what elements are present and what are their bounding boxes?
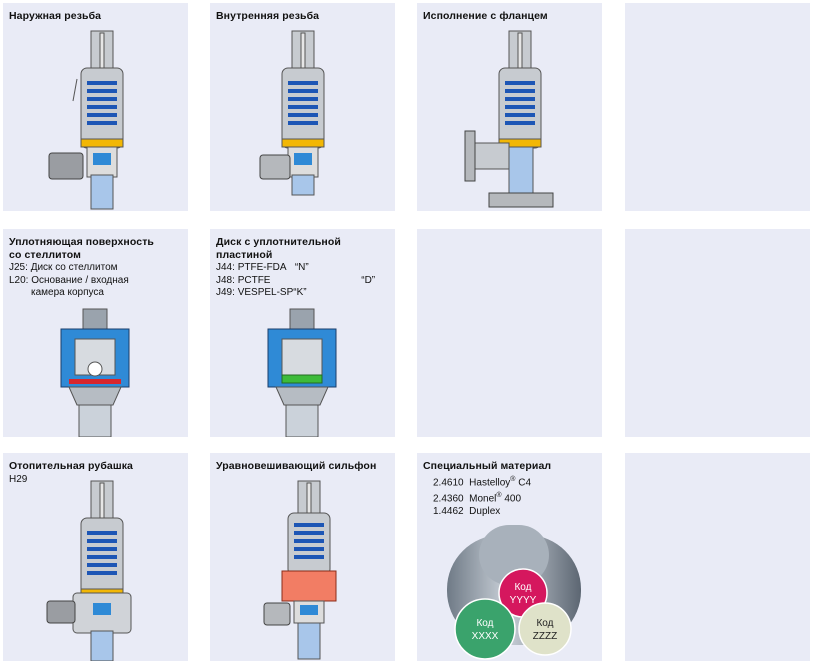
panel-title: Наружная резьба	[9, 10, 102, 22]
panel-external-thread: Наружная резьба	[3, 3, 188, 211]
panel-title: Уравновешивающий сильфон	[216, 460, 377, 472]
valve-flange-illustration	[464, 30, 554, 208]
panel-empty	[417, 229, 602, 437]
valve-heating-jacket-illustration	[46, 480, 132, 661]
panel-title: Специальный материал	[423, 460, 552, 472]
panel-heating-jacket: Отопительная рубашка H29	[3, 453, 188, 661]
material-item: 2.4360 Monel® 400	[433, 491, 522, 505]
panel-empty	[625, 229, 810, 437]
valve-bellows-illustration	[263, 480, 337, 660]
disc-option: J44: PTFE-FDA “N”	[216, 262, 309, 273]
seat-options: J25: Диск со стеллитом L20: Основание / …	[9, 262, 129, 300]
jacket-code: H29	[9, 474, 28, 485]
rod-xxxx	[454, 598, 516, 660]
panel-internal-thread: Внутренняя резьба	[210, 3, 395, 211]
panel-flange: Исполнение с фланцем	[417, 3, 602, 211]
material-rods-illustration: Код YYYY Код XXXX Код ZZZZ	[447, 525, 581, 660]
panel-seat: Уплотняющая поверхность со стеллитом J25…	[3, 229, 188, 437]
title-line-1: Диск с уплотнительной	[216, 236, 341, 248]
panel-title: Внутренняя резьба	[216, 10, 320, 22]
disc-option: J48: PCTFE “D”	[216, 274, 376, 286]
materials-list: 2.4610 Hastelloy® C4 2.4360 Monel® 400 1…	[433, 474, 531, 518]
material-item: 2.4610 Hastelloy® C4	[433, 476, 532, 489]
panel-title: Диск с уплотнительной пластиной	[216, 236, 341, 262]
title-line-2: со стеллитом	[9, 249, 82, 261]
panel-title: Уплотняющая поверхность со стеллитом	[9, 236, 154, 262]
panel-empty	[625, 3, 810, 211]
seat-illustration	[60, 308, 130, 437]
code-label: Код	[514, 582, 531, 593]
code-label: Код	[536, 618, 553, 629]
panel-special-material: Специальный материал 2.4610 Hastelloy® C…	[417, 453, 602, 661]
valve-internal-thread-illustration	[259, 30, 325, 196]
code-label: Код	[476, 618, 493, 629]
panel-title: Исполнение с фланцем	[423, 10, 548, 22]
disc-option: J49: VESPEL-SP“K”	[216, 287, 307, 298]
panel-title: Отопительная рубашка	[9, 460, 134, 472]
panel-empty	[625, 453, 810, 661]
seat-option: камера корпуса	[31, 287, 104, 298]
seat-option: L20: Основание / входная	[9, 274, 129, 286]
panel-disc: Диск с уплотнительной пластиной J44: PTF…	[210, 229, 395, 437]
disc-illustration	[267, 308, 337, 437]
code-value: XXXX	[472, 631, 499, 642]
valve-external-thread-illustration	[48, 30, 124, 210]
title-line-2: пластиной	[216, 249, 273, 261]
code-value: ZZZZ	[533, 631, 557, 642]
code-value: YYYY	[510, 595, 537, 606]
title-line-1: Уплотняющая поверхность	[9, 236, 154, 248]
material-item: 1.4462 Duplex	[433, 505, 501, 517]
panel-bellows: Уравновешивающий сильфон	[210, 453, 395, 661]
rod-zzzz	[518, 602, 572, 656]
disc-options: J44: PTFE-FDA “N” J48: PCTFE “D” J49: VE…	[216, 262, 386, 300]
seat-option: J25: Диск со стеллитом	[9, 262, 118, 273]
